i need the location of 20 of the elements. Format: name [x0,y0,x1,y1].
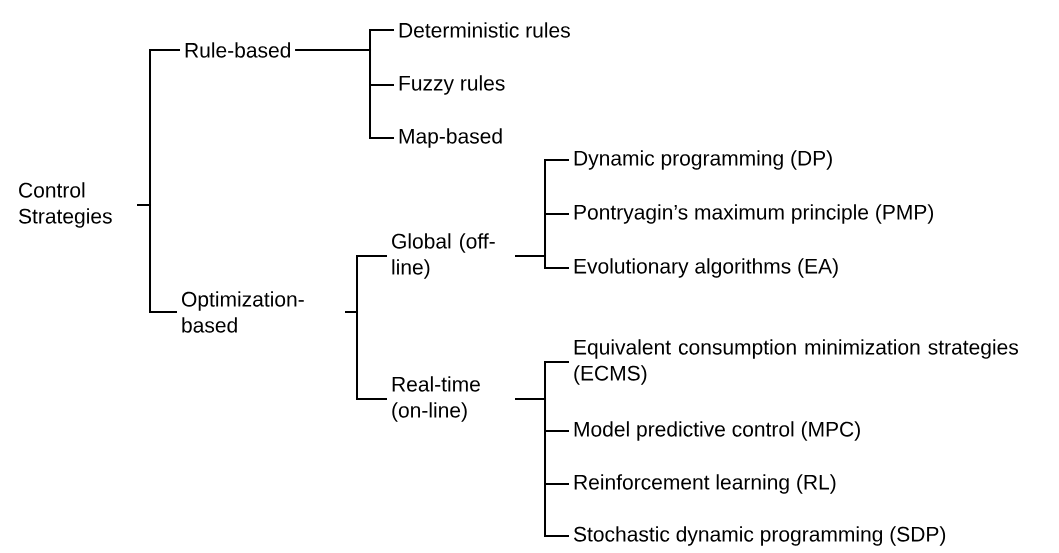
bracket-connector [514,398,570,537]
category-label: Equivalent consumption minimization strategies (ECMS) [574,339,1019,385]
bracket-connector [294,49,395,139]
category-label: Control Strategies [18,182,112,228]
category-label: Map-based [399,128,502,148]
category-label: Model predictive control (MPC) [574,421,860,441]
category-label: Dynamic programming (DP) [574,150,832,170]
category-label: Deterministic rules [399,22,570,38]
bracket-connector [344,311,388,400]
bracket-connector [136,204,178,313]
category-label: Real-time (on-line) [392,376,480,422]
category-label: Evolutionary algorithms (EA) [574,258,838,278]
category-label: Stochastic dynamic programming (SDP) [573,526,946,546]
category-label: Pontryagin’s maximum principle (PMP) [574,204,934,224]
category-label: Global (off-line) [392,233,495,279]
category-label: Optimization-based [182,291,304,333]
bracket-connector [514,255,570,269]
category-label: Rule-based [185,42,291,58]
category-label: Reinforcement learning (RL) [574,474,836,494]
category-label: Fuzzy rules [399,75,505,95]
